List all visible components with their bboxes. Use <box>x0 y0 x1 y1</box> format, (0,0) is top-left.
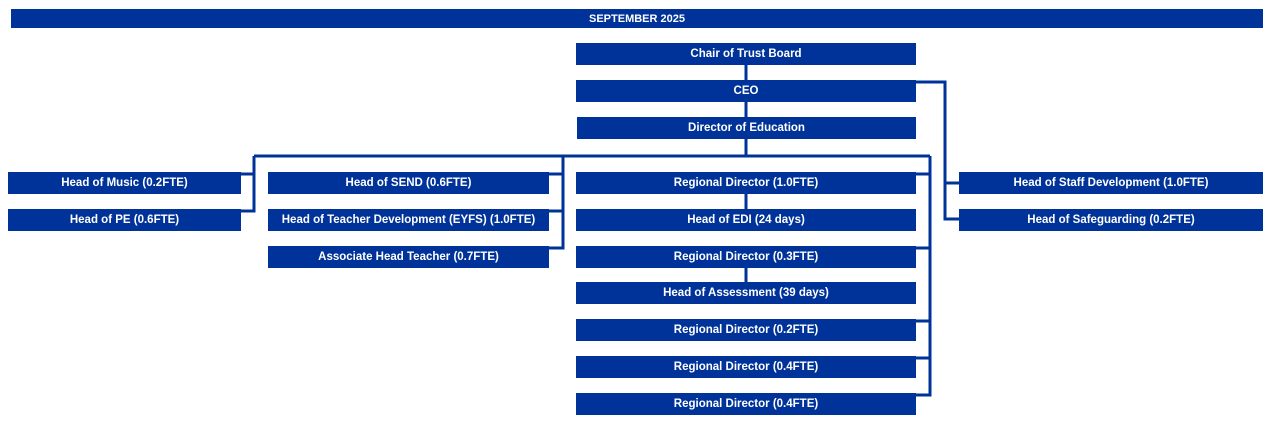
node-head-of-assessment: Head of Assessment (39 days) <box>576 282 916 304</box>
node-ceo: CEO <box>576 80 916 102</box>
node-associate-head-teacher: Associate Head Teacher (0.7FTE) <box>268 246 549 268</box>
node-regional-director-1: Regional Director (1.0FTE) <box>576 172 916 194</box>
node-head-of-pe: Head of PE (0.6FTE) <box>8 209 241 231</box>
node-regional-director-4: Regional Director (0.4FTE) <box>576 356 916 378</box>
node-director-of-education: Director of Education <box>577 117 916 139</box>
node-head-of-safeguarding: Head of Safeguarding (0.2FTE) <box>959 209 1263 231</box>
node-head-of-edi: Head of EDI (24 days) <box>576 209 916 231</box>
node-head-of-teacher-development: Head of Teacher Development (EYFS) (1.0F… <box>268 209 549 231</box>
node-regional-director-2: Regional Director (0.3FTE) <box>576 246 916 268</box>
node-regional-director-3: Regional Director (0.2FTE) <box>576 319 916 341</box>
node-chair-of-trust-board: Chair of Trust Board <box>576 43 916 65</box>
page-title: SEPTEMBER 2025 <box>11 9 1263 28</box>
node-head-of-music: Head of Music (0.2FTE) <box>8 172 241 194</box>
node-head-of-staff-development: Head of Staff Development (1.0FTE) <box>959 172 1263 194</box>
node-head-of-send: Head of SEND (0.6FTE) <box>268 172 549 194</box>
node-regional-director-5: Regional Director (0.4FTE) <box>576 393 916 415</box>
